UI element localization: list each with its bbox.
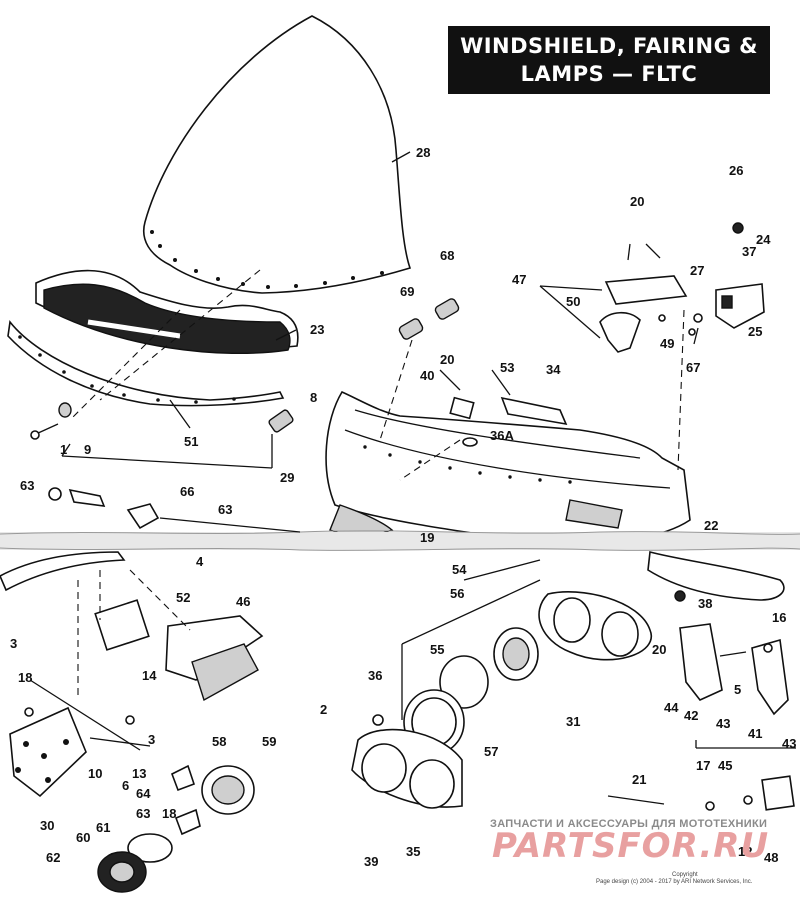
callout-54: 54 [452,562,467,577]
callout-46: 46 [236,594,250,609]
watermark-tagline: ЗАПЧАСТИ И АКСЕССУАРЫ ДЛЯ МОТОТЕХНИКИ [490,818,768,830]
callout-60: 60 [76,830,90,845]
small-parts-center [268,298,568,447]
copyright-line-2: Page design (c) 2004 - 2017 by ARI Netwo… [596,879,753,885]
callout-38: 38 [698,596,712,611]
callout-27: 27 [690,263,704,278]
callout-20: 20 [630,194,644,209]
windshield-trim-part [35,269,299,354]
callout-61: 61 [96,820,110,835]
title-line-2: LAMPS — FLTC [520,62,698,86]
lower-fairing-part [647,550,785,601]
callout-41: 41 [748,726,762,741]
callout-51: 51 [184,434,198,449]
callout-3: 3 [10,636,17,651]
headlamp-assembly [351,591,653,809]
callout-20b: 20 [440,352,454,367]
callout-66: 66 [180,484,194,499]
callout-63c: 63 [136,806,150,821]
callout-45: 45 [718,758,732,773]
callout-36a: 36A [490,428,514,443]
callout-2: 2 [320,702,327,717]
callout-57: 57 [484,744,498,759]
callout-50: 50 [566,294,580,309]
callout-47: 47 [512,272,526,287]
lower-right-assembly [607,590,795,811]
callout-49: 49 [660,336,674,351]
fairing-shell-part [325,390,691,544]
callout-35: 35 [406,844,420,859]
callout-10: 10 [88,766,102,781]
callout-68: 68 [440,248,454,263]
callout-3b: 3 [148,732,155,747]
callout-16: 16 [772,610,786,625]
left-fairing-edge-part [0,551,126,592]
callout-26: 26 [729,163,743,178]
callout-29: 29 [280,470,294,485]
left-small-parts [30,402,301,533]
callout-19: 19 [420,530,434,545]
callout-53: 53 [500,360,514,375]
callout-4: 4 [196,554,204,569]
callout-39: 39 [364,854,378,869]
callout-52: 52 [176,590,190,605]
callout-63b: 63 [218,502,232,517]
callout-55: 55 [430,642,444,657]
callout-64: 64 [136,786,151,801]
callout-40: 40 [420,368,434,383]
torn-page-band [0,530,800,551]
callout-42: 42 [684,708,698,723]
callout-34: 34 [546,362,561,377]
callout-44: 44 [664,700,679,715]
callout-9: 9 [84,442,91,457]
callout-58: 58 [212,734,226,749]
callout-5: 5 [734,682,741,697]
callout-6: 6 [122,778,129,793]
callout-69: 69 [400,284,414,299]
callout-18: 18 [18,670,32,685]
windshield-part [143,15,412,294]
callout-28: 28 [416,145,430,160]
callout-36: 36 [368,668,382,683]
lower-seal-strip-part [7,320,285,407]
callout-62: 62 [46,850,60,865]
callout-1: 1 [60,442,67,457]
watermark-logo: PARTSFOR.RU [492,826,770,866]
bracket-assembly-upper-right [599,222,765,353]
callout-12: 12 [738,844,752,859]
callout-25: 25 [748,324,762,339]
callout-67: 67 [686,360,700,375]
callout-59: 59 [262,734,276,749]
callout-23: 23 [310,322,324,337]
callout-56: 56 [450,586,464,601]
callout-43: 43 [716,716,730,731]
copyright-line-1: Copyright [672,872,698,878]
callout-8: 8 [310,390,317,405]
callout-17: 17 [696,758,710,773]
callout-22: 22 [704,518,718,533]
callout-labels: 28 26 20 24 68 47 27 69 50 37 25 23 20 4… [10,145,796,869]
callout-31: 31 [566,714,580,729]
callout-63: 63 [20,478,34,493]
callout-18b: 18 [162,806,176,821]
lower-left-assembly [9,599,264,893]
callout-48: 48 [764,850,778,865]
title-line-1: WINDSHIELD, FAIRING & [460,34,758,58]
callout-30: 30 [40,818,54,833]
leader-lines [29,151,796,751]
callout-20c: 20 [652,642,666,657]
callout-24: 24 [756,232,771,247]
callout-43b: 43 [782,736,796,751]
callout-37: 37 [742,244,756,259]
callout-14: 14 [142,668,157,683]
callout-21: 21 [632,772,646,787]
callout-13: 13 [132,766,146,781]
diagram-title: WINDSHIELD, FAIRING & LAMPS — FLTC [448,26,770,94]
